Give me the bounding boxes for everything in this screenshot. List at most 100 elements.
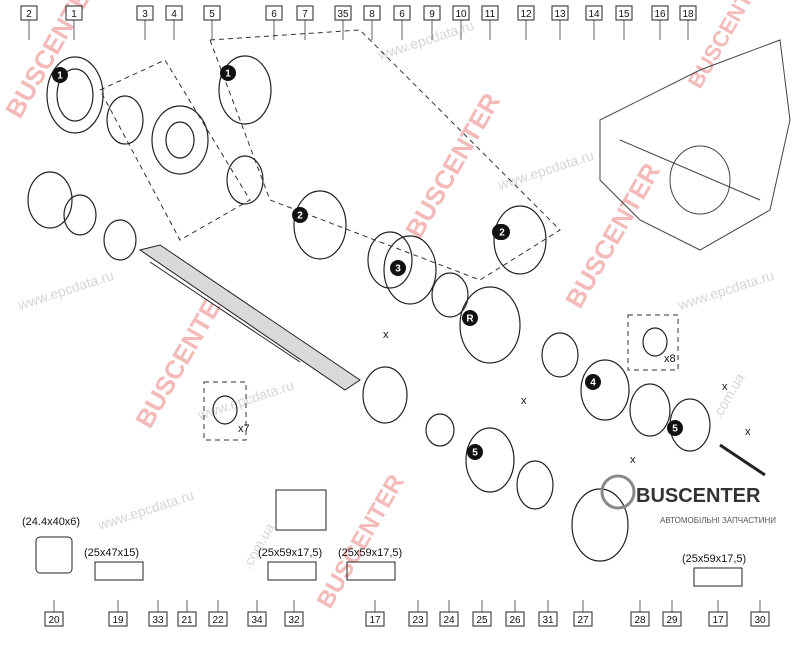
washer-22 — [212, 395, 238, 425]
svg-text:15: 15 — [618, 9, 630, 20]
svg-text:3: 3 — [395, 264, 401, 275]
svg-text:24: 24 — [443, 615, 455, 626]
spacer-23 — [425, 413, 455, 447]
gear-badge: 3 — [390, 260, 406, 276]
gear-2-alt — [493, 205, 547, 275]
callout-top: 3 — [136, 5, 154, 40]
bearing-32 — [362, 366, 408, 424]
svg-text:5: 5 — [209, 9, 215, 20]
synchro-hub-27 — [571, 488, 629, 562]
bearing-symbol-32 — [267, 561, 317, 581]
callout-bottom: 31 — [538, 600, 558, 627]
callout-bottom: 28 — [630, 600, 650, 627]
synchro-ring-3 — [106, 95, 144, 145]
svg-text:3: 3 — [142, 9, 148, 20]
callout-bottom: 25 — [472, 600, 492, 627]
svg-text:33: 33 — [152, 615, 164, 626]
watermark-brand: BUSCENTER — [312, 470, 410, 613]
spec-seal: (24.4x40x6) — [22, 516, 80, 528]
svg-text:19: 19 — [112, 615, 124, 626]
gear-badge: 5 — [467, 444, 483, 460]
svg-text:8: 8 — [369, 9, 375, 20]
svg-text:5: 5 — [472, 448, 478, 459]
needle-bearing-33 — [103, 219, 137, 261]
logo-mark — [600, 474, 636, 510]
svg-text:4: 4 — [590, 378, 596, 389]
svg-text:7: 7 — [302, 9, 308, 20]
gear-badges: 112232R455 — [52, 65, 683, 460]
callout-bottom: 29 — [662, 600, 682, 627]
gear-badge: 1 — [52, 67, 68, 83]
washer-16 — [642, 327, 668, 357]
mult-washer-16: x8 — [664, 353, 676, 365]
callout-top: 8 — [363, 5, 381, 40]
spec-bearing-32: (25x59x17,5) — [258, 547, 322, 559]
housing-gear — [669, 145, 731, 215]
dim-x: x — [521, 395, 527, 407]
main-shaft — [138, 244, 361, 391]
callout-top: 5 — [203, 5, 221, 40]
svg-text:14: 14 — [588, 9, 600, 20]
gear-badge: 1 — [220, 65, 236, 81]
synchro-ring-12 — [541, 332, 579, 378]
mult-washer-22: x7 — [238, 423, 250, 435]
bearing-17b — [629, 383, 671, 437]
bearing-symbol-17 — [346, 561, 396, 581]
shaft-spline — [149, 261, 301, 363]
callout-bottom: 17 — [365, 600, 385, 627]
svg-text:11: 11 — [485, 9, 496, 20]
dashed-group-upper — [209, 29, 561, 281]
svg-text:28: 28 — [634, 615, 646, 626]
seal-symbol — [35, 536, 73, 574]
housing-outline — [599, 39, 791, 251]
watermark-brand: BUSCENTER — [0, 0, 106, 123]
callout-bottom: 20 — [44, 600, 64, 627]
dim-x: x — [722, 381, 728, 393]
svg-text:29: 29 — [666, 615, 678, 626]
watermark-site: www.epcdata.ru — [495, 147, 596, 193]
svg-text:2: 2 — [297, 211, 303, 222]
callout-top: 6 — [265, 5, 283, 40]
gear-badge: 5 — [667, 420, 683, 436]
svg-text:6: 6 — [399, 9, 405, 20]
callout-top: 2 — [20, 5, 38, 40]
dashed-box-16 — [627, 314, 679, 371]
gear-badge: 2 — [494, 224, 510, 240]
callout-top: 11 — [481, 5, 499, 40]
seal-20 — [27, 171, 73, 229]
dim-x: x — [745, 426, 751, 438]
gear-5-main — [465, 427, 515, 493]
svg-text:4: 4 — [171, 9, 177, 20]
spec-bearing-17: (25x59x17,5) — [338, 547, 402, 559]
dim-x: x — [630, 454, 636, 466]
bearing-19 — [63, 194, 97, 236]
gear-badge: R — [462, 310, 478, 326]
callout-bottom: 19 — [108, 600, 128, 627]
gears — [27, 55, 766, 562]
svg-text:30: 30 — [754, 615, 766, 626]
callout-top: 35 — [334, 5, 352, 40]
svg-text:12: 12 — [520, 9, 532, 20]
svg-text:16: 16 — [654, 9, 666, 20]
watermark-site2: .com.ua — [239, 520, 278, 571]
callout-top: 15 — [615, 5, 633, 40]
svg-text:18: 18 — [682, 9, 694, 20]
watermark-site: www.epcdata.ru — [95, 487, 196, 533]
callout-top: 10 — [452, 5, 470, 40]
svg-text:35: 35 — [337, 9, 349, 20]
dashed-group-left — [99, 59, 251, 241]
svg-text:20: 20 — [48, 615, 60, 626]
svg-text:1: 1 — [57, 71, 63, 82]
svg-text:17: 17 — [369, 615, 381, 626]
svg-text:6: 6 — [271, 9, 277, 20]
logo-text: BUSCENTER — [636, 485, 761, 507]
callout-bottom: 21 — [177, 600, 197, 627]
gear-3 — [383, 235, 437, 305]
callout-bottom: 33 — [148, 600, 168, 627]
logo-tagline: АВТОМОБІЛЬНІ ЗАПЧАСТИНИ — [660, 516, 776, 525]
callout-bottom: 32 — [284, 600, 304, 627]
gear-badge: 4 — [585, 374, 601, 390]
svg-text:27: 27 — [577, 615, 589, 626]
spec-labels: (24.4x40x6) (25x47x15) (25x59x17,5) (25x… — [22, 353, 746, 565]
